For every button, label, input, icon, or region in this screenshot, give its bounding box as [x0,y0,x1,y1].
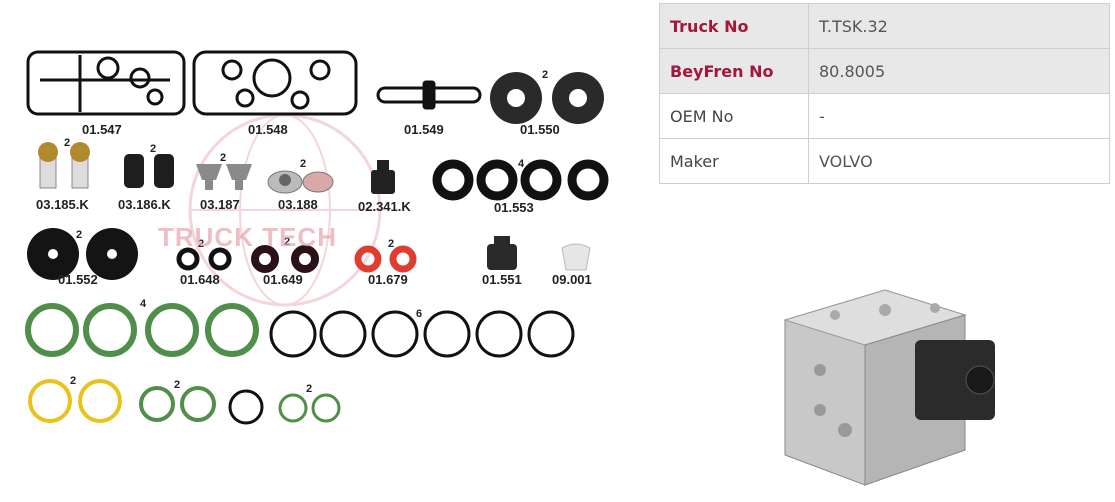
seal-01649 [251,245,319,273]
parts-kit-figure: 01.547 01.548 01.549 01.550 03.185.K 03.… [25,50,609,425]
valve-02341k [371,160,395,194]
quantity-marker: 2 [150,143,157,155]
valve-block-illustration [783,289,995,486]
part-label: 01.549 [404,122,444,137]
part-label: 01.649 [263,272,303,287]
spec-value: VOLVO [808,138,1110,184]
part-label: 03.186.K [118,197,171,212]
quantity-marker: 2 [198,238,205,250]
quantity-marker: 4 [518,158,525,170]
seal-01550 [490,72,604,124]
o-ring-black-small [228,389,264,425]
cap-01551 [487,236,517,270]
spec-key: Maker [659,138,809,184]
watermark-text: TRUCK TECH [158,222,337,252]
quantity-marker: 2 [76,229,83,241]
spec-row-beyfren-no: BeyFren No 80.8005 [659,48,1110,94]
part-label: 09.001 [552,272,592,287]
quantity-marker: 2 [300,158,307,170]
quantity-marker: 2 [64,137,71,149]
valve-03186k [124,154,174,188]
gasket-01547 [26,50,186,116]
quantity-marker: 2 [542,69,549,81]
quantity-marker: 2 [174,379,181,391]
seal-01553 [432,159,609,201]
quantity-marker: 2 [388,238,395,250]
quantity-marker: 2 [220,152,227,164]
part-label: 01.648 [180,272,220,287]
spec-row-truck-no: Truck No T.TSK.32 [659,3,1110,49]
part-label: 01.679 [368,272,408,287]
quantity-marker: 2 [284,236,291,248]
spec-value: - [808,93,1110,139]
spec-key: Truck No [659,3,809,49]
seal-01679 [354,245,417,273]
seal-01552 [27,228,138,280]
parts-drawing [25,50,609,425]
quantity-marker: 2 [70,375,77,387]
o-ring-green-large [25,303,259,357]
gasket-01549 [376,80,482,110]
o-ring-yellow [28,379,122,423]
part-label: 03.188 [278,197,318,212]
spec-key: OEM No [659,93,809,139]
part-label: 02.341.K [358,199,411,214]
part-label: 01.551 [482,272,522,287]
spec-row-maker: Maker VOLVO [659,138,1110,184]
part-label: 03.187 [200,197,240,212]
part-label: 01.552 [58,272,98,287]
part-label: 03.185.K [36,197,89,212]
part-label: 01.553 [494,200,534,215]
part-label: 01.550 [520,122,560,137]
valve-03185k [38,142,90,189]
product-image [765,280,1005,490]
plug-09001 [561,243,591,271]
part-label: 01.547 [82,122,122,137]
spec-value: T.TSK.32 [808,3,1110,49]
o-ring-green-small [278,393,341,423]
quantity-marker: 4 [140,298,147,310]
valve-03187 [196,164,252,190]
quantity-marker: 6 [416,308,423,320]
gasket-01548 [192,50,358,116]
spec-value: 80.8005 [808,48,1110,94]
spec-table: Truck No T.TSK.32 BeyFren No 80.8005 OEM… [659,3,1110,184]
quantity-marker: 2 [306,383,313,395]
part-label: 01.548 [248,122,288,137]
spec-row-oem-no: OEM No - [659,93,1110,139]
seal-01648 [176,247,232,271]
o-ring-black-large [269,310,575,358]
spec-key: BeyFren No [659,48,809,94]
valve-03188 [267,170,334,194]
o-ring-green-medium [139,386,216,422]
